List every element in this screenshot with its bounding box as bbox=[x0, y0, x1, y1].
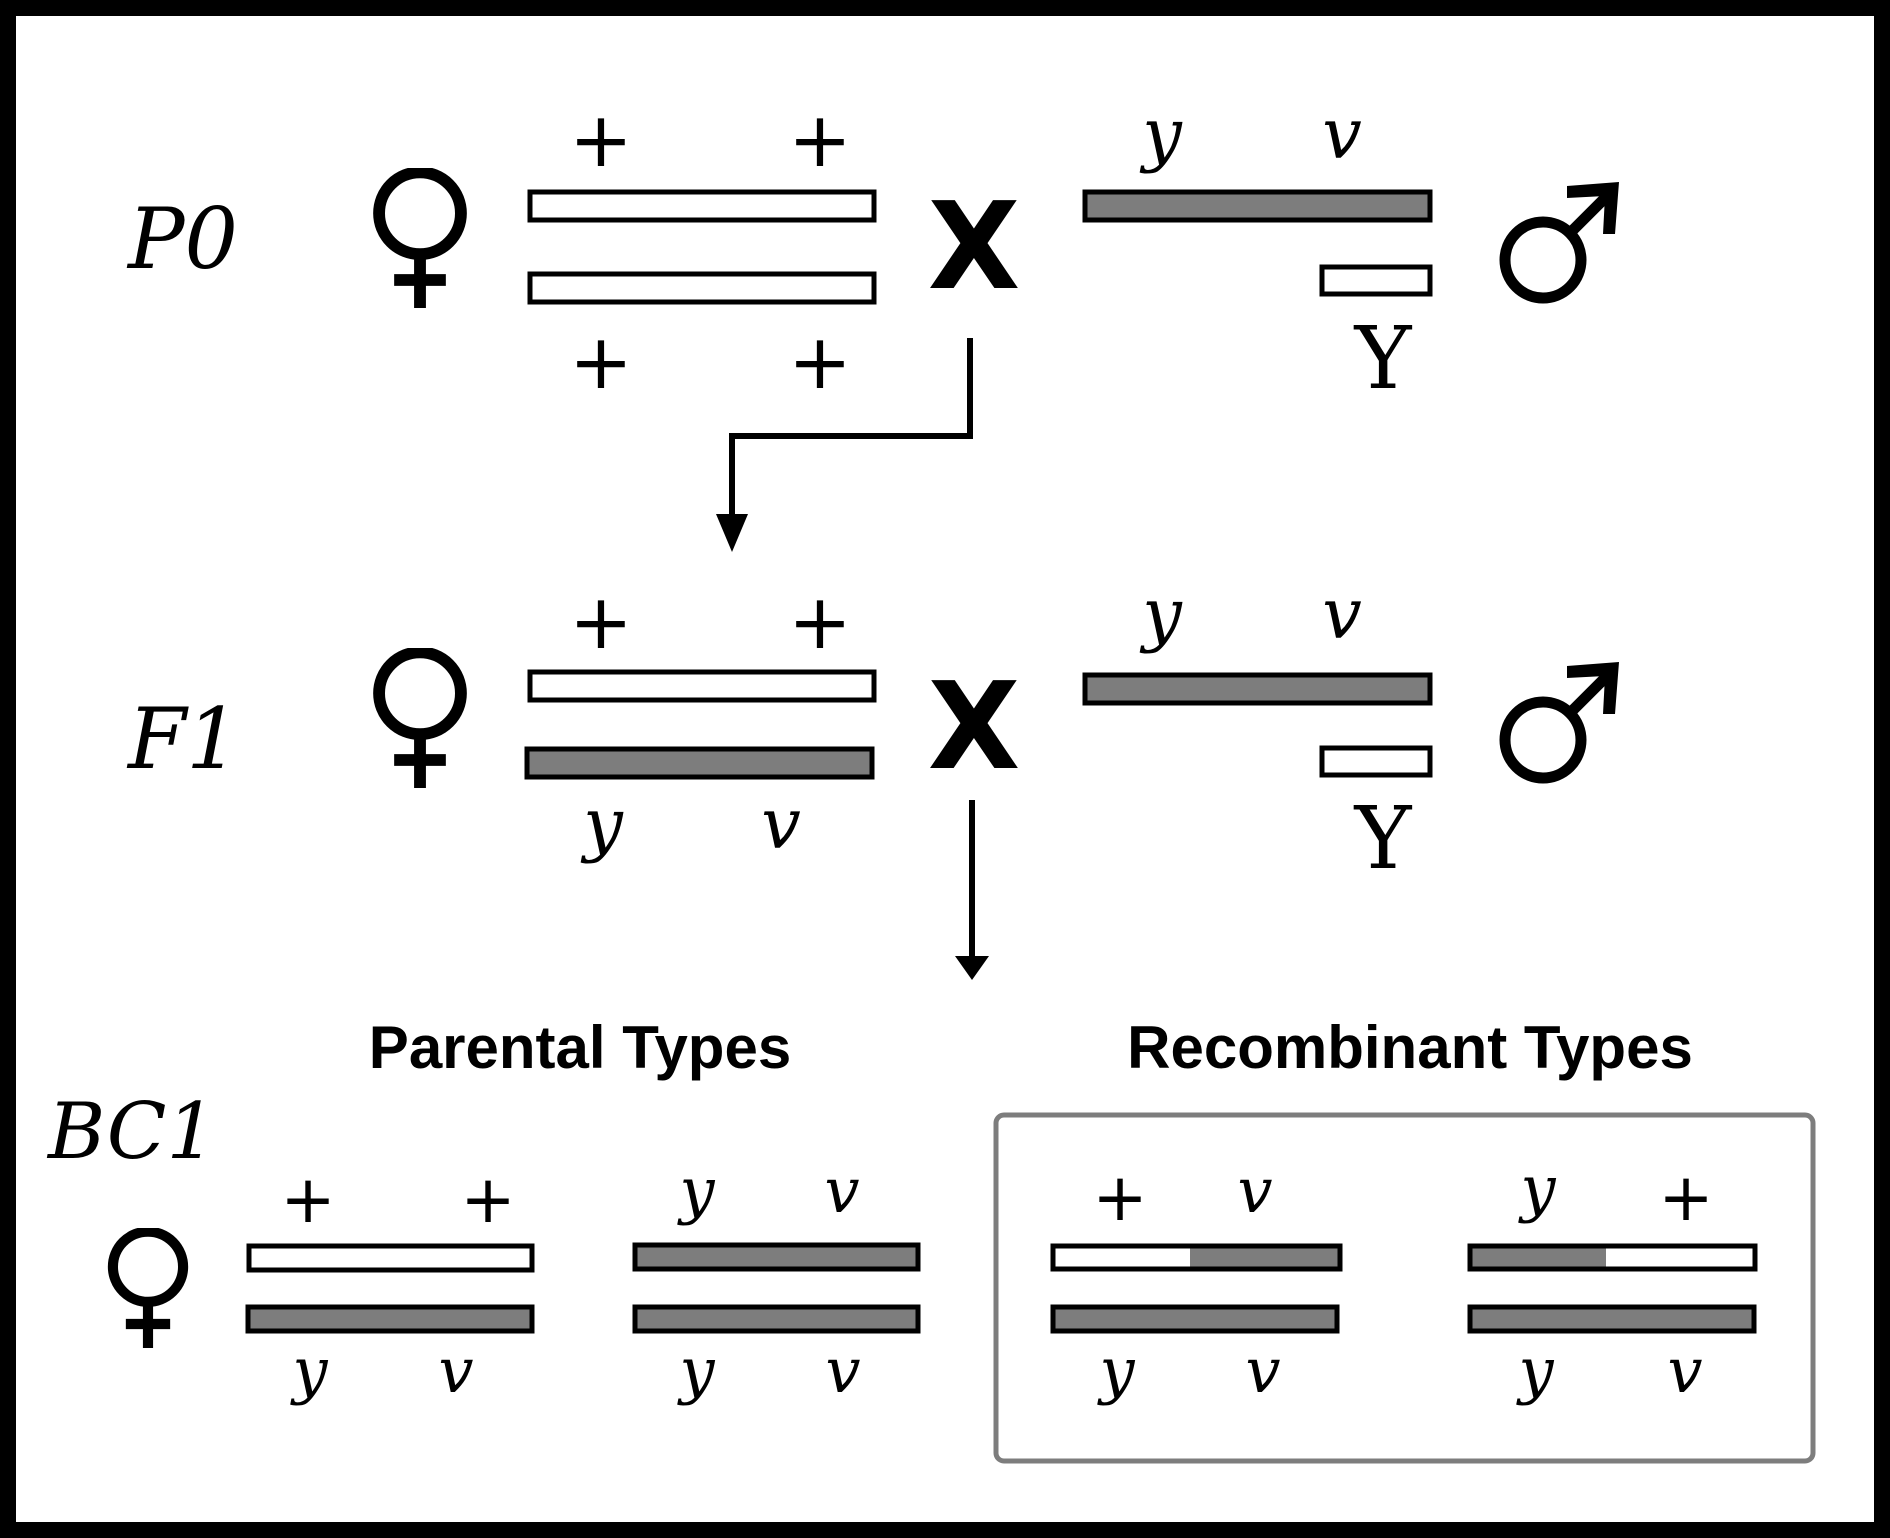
allele-label: + bbox=[569, 577, 633, 666]
allele-label: + bbox=[788, 577, 852, 666]
generation-label-bc1: BC1 bbox=[46, 1087, 216, 1177]
allele-label: v bbox=[1322, 573, 1362, 655]
allele-label: + bbox=[788, 317, 852, 406]
allele-label: y bbox=[1139, 573, 1183, 655]
allele-label: + bbox=[788, 95, 852, 184]
recombinant-types-heading: Recombinant Types bbox=[1127, 1014, 1693, 1081]
mutant-x-chromosome bbox=[1050, 1304, 1340, 1334]
allele-label: v bbox=[1245, 1334, 1280, 1407]
recombinant-x-chromosome bbox=[1467, 1243, 1758, 1272]
recombinant-types-box bbox=[993, 1112, 1816, 1464]
allele-label: + bbox=[569, 317, 633, 406]
recombinant-chromosome-segment bbox=[1190, 1246, 1340, 1269]
mutant-x-chromosome bbox=[632, 1304, 921, 1334]
wild-type-x-chromosome bbox=[246, 1243, 535, 1273]
allele-label: v bbox=[825, 1334, 860, 1407]
allele-label: y bbox=[289, 1334, 328, 1407]
cross-arrow bbox=[955, 800, 989, 980]
recombinant-chromosome-segment bbox=[1606, 1246, 1755, 1269]
allele-label: v bbox=[761, 783, 801, 865]
allele-label: y bbox=[580, 783, 624, 865]
f1-female-chromosomes: + + y v bbox=[524, 577, 877, 865]
recombinant-x-chromosome bbox=[1050, 1243, 1343, 1272]
allele-label: y bbox=[1139, 93, 1183, 175]
wild-type-x-chromosome bbox=[527, 669, 877, 703]
allele-label: + bbox=[1092, 1159, 1147, 1236]
recombinant-chromosome-segment bbox=[1053, 1246, 1190, 1269]
allele-label: y bbox=[676, 1154, 715, 1227]
cross-arrow bbox=[716, 338, 973, 552]
p0-female-chromosomes: + + + + bbox=[527, 95, 877, 406]
mutant-x-chromosome bbox=[524, 746, 875, 780]
parental-type-mutant: y v y v bbox=[632, 1154, 921, 1407]
recombinant-type-y-plus: y + y v bbox=[1467, 1152, 1758, 1407]
recombinant-type-plus-v: + v y v bbox=[1050, 1154, 1343, 1407]
mutant-x-chromosome bbox=[1082, 189, 1433, 223]
parental-types-heading: Parental Types bbox=[369, 1014, 791, 1081]
mutant-x-chromosome bbox=[1467, 1304, 1757, 1334]
generation-label-f1: F1 bbox=[126, 690, 240, 788]
allele-label: y bbox=[1096, 1334, 1135, 1407]
mutant-x-chromosome bbox=[1082, 672, 1433, 706]
wild-type-x-chromosome bbox=[527, 271, 877, 305]
mutant-x-chromosome bbox=[245, 1304, 535, 1334]
y-chromosome-label: Y bbox=[1354, 789, 1413, 889]
allele-label: + bbox=[280, 1161, 335, 1238]
y-chromosome bbox=[1319, 264, 1433, 297]
allele-label: y bbox=[1515, 1334, 1554, 1407]
allele-label: v bbox=[1322, 93, 1362, 175]
allele-label: v bbox=[1667, 1334, 1702, 1407]
generation-label-p0: P0 bbox=[126, 190, 238, 288]
allele-label: y bbox=[676, 1334, 715, 1407]
p0-male-chromosomes: y v Y bbox=[1082, 93, 1433, 409]
allele-label: y bbox=[1517, 1152, 1556, 1225]
mutant-x-chromosome bbox=[632, 1242, 921, 1272]
y-chromosome bbox=[1319, 745, 1433, 778]
recombinant-chromosome-segment bbox=[1470, 1246, 1606, 1269]
f1-male-chromosomes: y v Y bbox=[1082, 573, 1433, 889]
allele-label: + bbox=[569, 95, 633, 184]
allele-label: v bbox=[824, 1154, 859, 1227]
allele-label: + bbox=[1658, 1159, 1713, 1236]
cross-symbol: X bbox=[928, 178, 1021, 317]
allele-label: v bbox=[1237, 1154, 1272, 1227]
allele-label: v bbox=[438, 1334, 473, 1407]
parental-type-wild: + + y v bbox=[245, 1161, 535, 1407]
allele-label: + bbox=[460, 1161, 515, 1238]
cross-symbol: X bbox=[928, 658, 1021, 797]
wild-type-x-chromosome bbox=[527, 189, 877, 223]
y-chromosome-label: Y bbox=[1354, 309, 1413, 409]
